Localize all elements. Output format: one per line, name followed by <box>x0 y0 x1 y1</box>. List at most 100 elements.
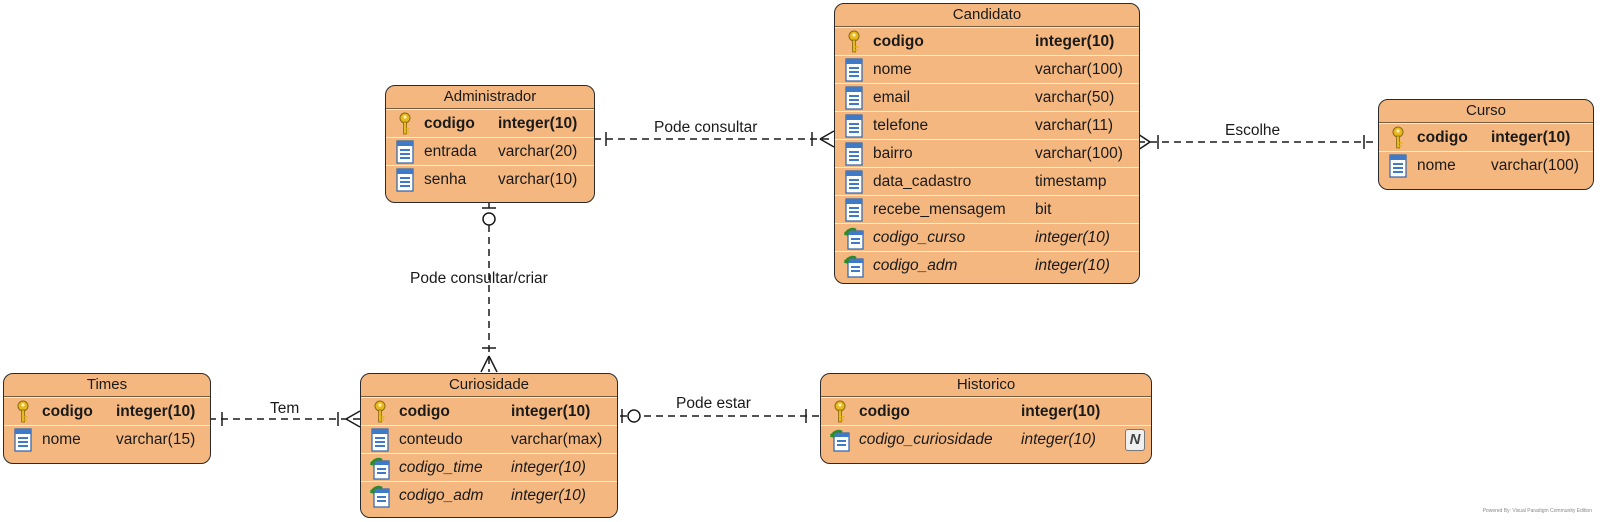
attribute-type: varchar(50) <box>1035 88 1115 106</box>
column-icon <box>1387 153 1409 178</box>
attribute-type: integer(10) <box>511 486 586 504</box>
attribute-type: varchar(11) <box>1035 116 1114 134</box>
attribute-row[interactable]: data_cadastro timestamp <box>835 167 1139 195</box>
attribute-type: varchar(20) <box>498 142 578 160</box>
attribute-name: bairro <box>873 144 913 162</box>
attribute-row[interactable]: entrada varchar(20) <box>386 137 594 165</box>
entity-title: Historico <box>821 374 1151 397</box>
attribute-type: varchar(100) <box>1035 60 1123 78</box>
entity-title: Administrador <box>386 86 594 109</box>
attribute-name: codigo <box>399 402 450 420</box>
column-icon <box>843 169 865 194</box>
attribute-row[interactable]: conteudo varchar(max) <box>361 425 617 453</box>
attribute-name: nome <box>42 430 81 448</box>
attribute-type: varchar(15) <box>116 430 196 448</box>
attribute-type: integer(10) <box>498 114 578 132</box>
rel-line-pode-consultar-criar <box>480 201 498 373</box>
attribute-type: timestamp <box>1035 172 1107 190</box>
attribute-name: codigo <box>42 402 93 420</box>
attribute-row[interactable]: telefone varchar(11) <box>835 111 1139 139</box>
column-icon <box>843 141 865 166</box>
key-icon <box>394 112 416 136</box>
column-icon <box>843 85 865 110</box>
attribute-row[interactable]: senha varchar(10) <box>386 165 594 193</box>
attribute-name: senha <box>424 170 467 188</box>
attribute-row[interactable]: nome varchar(100) <box>1379 151 1593 179</box>
attribute-row[interactable]: nome varchar(100) <box>835 55 1139 83</box>
foreign-key-column-icon <box>369 456 391 480</box>
attribute-type: integer(10) <box>511 458 586 476</box>
attribute-name: data_cadastro <box>873 172 972 190</box>
entity-historico[interactable]: Historico codigo integer(10) codigo_curios… <box>820 373 1152 464</box>
attribute-name: codigo_adm <box>399 486 484 504</box>
attribute-name: entrada <box>424 142 477 160</box>
attribute-name: codigo <box>873 32 924 50</box>
foreign-key-column-icon <box>843 254 865 278</box>
attribute-type: integer(10) <box>1035 256 1110 274</box>
entity-title: Curiosidade <box>361 374 617 397</box>
entity-administrador[interactable]: Administrador codigo integer(10) entrada va… <box>385 85 595 203</box>
key-icon <box>1387 126 1409 150</box>
rel-label-pode-consultar: Pode consultar <box>654 119 758 136</box>
key-icon <box>12 400 34 424</box>
key-icon <box>369 400 391 424</box>
attribute-type: integer(10) <box>511 402 591 420</box>
foreign-key-column-icon <box>829 428 851 452</box>
attribute-name: codigo_time <box>399 458 483 476</box>
attribute-row[interactable]: codigo integer(10) <box>386 109 594 137</box>
rel-line-pode-estar <box>620 409 820 423</box>
attribute-type: varchar(100) <box>1491 156 1579 174</box>
attribute-name: recebe_mensagem <box>873 200 1006 218</box>
column-icon <box>12 427 34 452</box>
attribute-type: bit <box>1035 200 1052 218</box>
entity-curiosidade[interactable]: Curiosidade codigo integer(10) conteudo var… <box>360 373 618 518</box>
attribute-row[interactable]: recebe_mensagem bit <box>835 195 1139 223</box>
rel-label-tem: Tem <box>270 400 300 417</box>
attribute-name: nome <box>1417 156 1456 174</box>
attribute-name: telefone <box>873 116 929 134</box>
attribute-type: integer(10) <box>1035 228 1110 246</box>
rel-label-escolhe: Escolhe <box>1225 122 1281 139</box>
column-icon <box>369 427 391 452</box>
attribute-row[interactable]: codigo_adm integer(10) <box>835 251 1139 279</box>
column-icon <box>394 167 416 192</box>
attribute-row[interactable]: codigo integer(10) <box>361 397 617 425</box>
attribute-type: varchar(100) <box>1035 144 1123 162</box>
key-icon <box>843 30 865 54</box>
rel-label-pode-estar: Pode estar <box>676 395 751 412</box>
watermark: Powered By: Visual Paradigm Community Ed… <box>1482 508 1592 514</box>
attribute-type: integer(10) <box>1021 402 1101 420</box>
attribute-name: codigo_curiosidade <box>859 430 993 448</box>
attribute-row[interactable]: codigo integer(10) <box>821 397 1151 425</box>
rel-line-tem <box>209 410 361 428</box>
attribute-type: varchar(max) <box>511 430 603 448</box>
attribute-row[interactable]: codigo_time integer(10) <box>361 453 617 481</box>
attribute-row[interactable]: codigo_adm integer(10) <box>361 481 617 509</box>
column-icon <box>843 197 865 222</box>
attribute-name: codigo <box>859 402 910 420</box>
nullable-badge-icon: N <box>1125 429 1145 451</box>
column-icon <box>843 113 865 138</box>
attribute-name: codigo_adm <box>873 256 958 274</box>
column-icon <box>394 139 416 164</box>
attribute-type: varchar(10) <box>498 170 578 188</box>
attribute-row[interactable]: nome varchar(15) <box>4 425 210 453</box>
attribute-name: conteudo <box>399 430 463 448</box>
attribute-row[interactable]: bairro varchar(100) <box>835 139 1139 167</box>
entity-title: Curso <box>1379 100 1593 123</box>
entity-title: Candidato <box>835 4 1139 27</box>
attribute-name: nome <box>873 60 912 78</box>
attribute-name: codigo <box>424 114 475 132</box>
foreign-key-column-icon <box>843 226 865 250</box>
foreign-key-column-icon <box>369 484 391 508</box>
